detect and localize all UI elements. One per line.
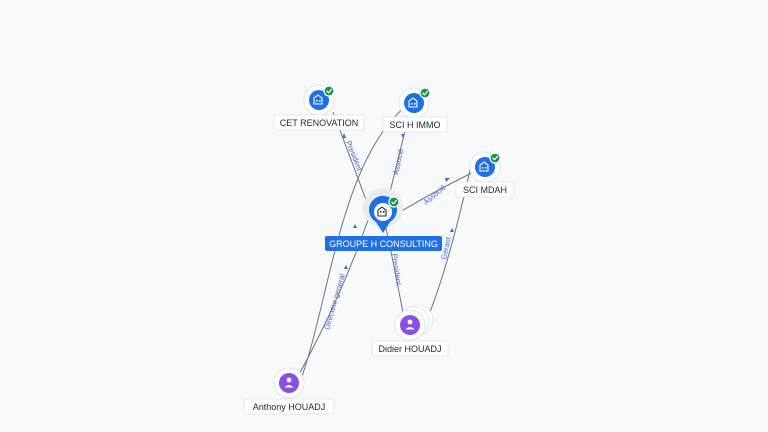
node-label: SCI H IMMO — [390, 120, 441, 130]
node-label-box — [243, 398, 335, 415]
node-label: SCI MDAH — [463, 185, 507, 195]
node-label: CET RENOVATION — [280, 118, 359, 128]
edge-arrow — [445, 178, 450, 182]
edge-arrow — [342, 133, 346, 138]
edge-arrow — [353, 224, 357, 228]
edge-label-president-didier: President — [390, 253, 403, 287]
central-label: GROUPE H CONSULTING — [329, 239, 438, 249]
node-label: Didier HOUADJ — [378, 344, 441, 354]
edge-arrow — [344, 265, 348, 269]
verified-check-icon — [388, 196, 400, 208]
company-building-icon — [313, 94, 323, 105]
person-icon — [284, 377, 294, 388]
verified-check-icon — [489, 152, 501, 164]
person-disc — [400, 315, 420, 335]
node-didier-houadj[interactable]: Didier HOUADJ — [371, 304, 449, 357]
node-groupe-h-consulting[interactable]: GROUPE H CONSULTING — [325, 188, 442, 251]
edge-label-associe-sci-h-immo: Associé — [391, 148, 405, 176]
node-sci-h-immo[interactable]: SCI H IMMO — [382, 87, 448, 133]
company-building-icon — [479, 161, 489, 172]
edge-label-president-cet: President — [344, 139, 365, 173]
node-anthony-houadj[interactable]: Anthony HOUADJ — [243, 367, 335, 415]
person-icon — [405, 319, 415, 330]
edge-label-associe-sci-mdah: Associé — [422, 183, 448, 207]
node-label: Anthony HOUADJ — [253, 402, 326, 412]
company-building-icon — [377, 206, 387, 217]
verified-check-icon — [323, 85, 335, 97]
person-disc — [279, 373, 299, 393]
edge-label-directeur-general: Directeur general — [322, 272, 347, 330]
node-sci-mdah[interactable]: SCI MDAH — [455, 151, 515, 198]
node-label-box — [273, 114, 365, 131]
verified-check-icon — [419, 87, 431, 99]
node-label-box — [371, 340, 449, 357]
node-label-box — [382, 116, 448, 133]
node-label-box — [455, 181, 515, 198]
node-cet-renovation[interactable]: CET RENOVATION — [273, 84, 365, 131]
central-label-box — [325, 236, 442, 251]
edge-arrow — [401, 134, 405, 138]
edge-arrow — [450, 228, 454, 232]
company-building-icon — [408, 97, 418, 108]
